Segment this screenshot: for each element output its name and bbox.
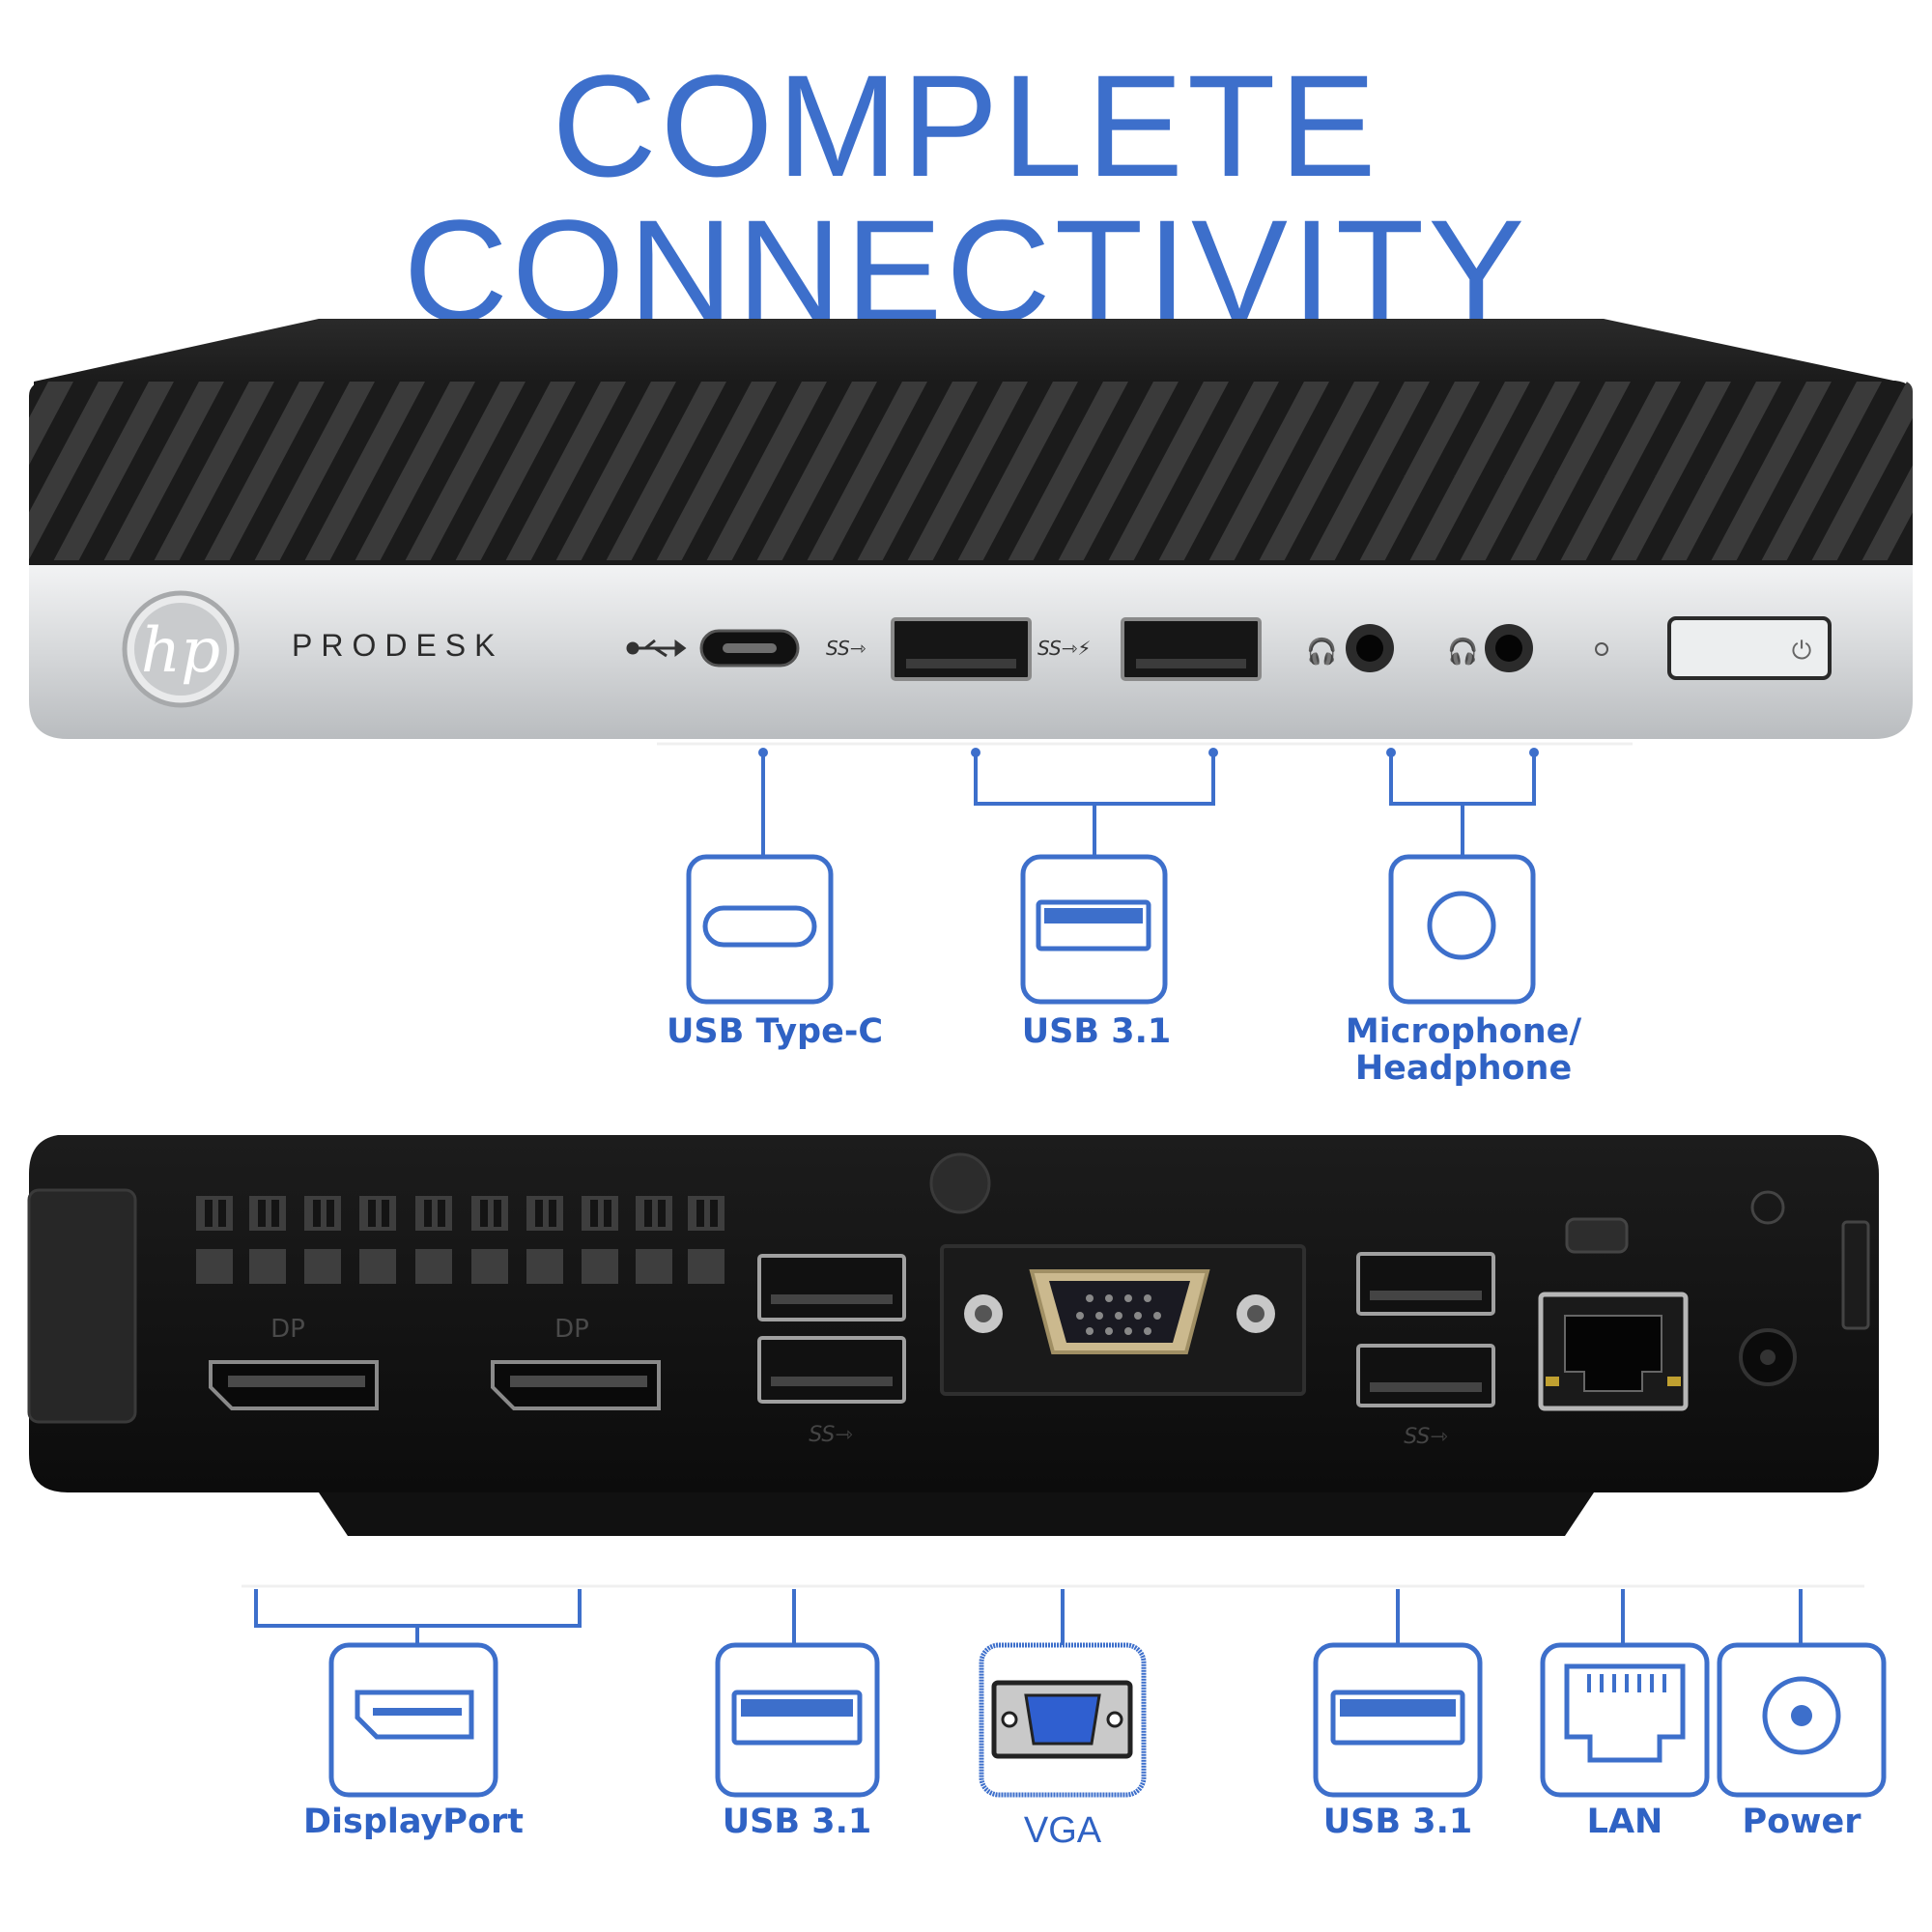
label-displayport: DisplayPort xyxy=(303,1803,524,1841)
usb-a-icon-rear-1 xyxy=(715,1642,880,1798)
power-jack-icon xyxy=(1717,1642,1887,1798)
front-usb-a-port-2 xyxy=(1121,617,1262,681)
rear-view-computer: DP DP SS⇾ SS⇾ xyxy=(27,1135,1879,1536)
rear-usb-a-port-2 xyxy=(757,1336,906,1404)
label-usb-3-1-rear-left: USB 3.1 xyxy=(722,1803,872,1841)
label-microphone-headphone: Microphone/ Headphone xyxy=(1345,1012,1582,1088)
svg-text:hp: hp xyxy=(141,615,220,687)
front-usb-a-port-1 xyxy=(891,617,1032,681)
front-view-computer: hp SS⇾ SS⇾⚡ 🎧 🎧 ⏻ xyxy=(29,319,1913,739)
rear-usb-a-port-4 xyxy=(1356,1344,1495,1407)
svg-text:SS⇾: SS⇾ xyxy=(1404,1425,1448,1449)
headset-icon: 🎧 xyxy=(1447,637,1478,667)
power-button xyxy=(1667,616,1832,680)
label-lan: LAN xyxy=(1586,1803,1663,1841)
usb-symbol-icon xyxy=(626,639,687,658)
model-name: PRODESK xyxy=(292,628,504,663)
svg-text:DP: DP xyxy=(270,1315,305,1344)
label-vga: VGA xyxy=(1023,1810,1102,1851)
svg-text:SS⇾: SS⇾ xyxy=(826,637,867,660)
rear-usb-a-port-3 xyxy=(1356,1252,1495,1316)
displayport-icon xyxy=(328,1642,498,1798)
svg-text:DP: DP xyxy=(554,1315,589,1344)
usb-a-icon-rear-2 xyxy=(1313,1642,1483,1798)
hp-logo: hp xyxy=(122,590,240,708)
label-power: Power xyxy=(1742,1803,1861,1841)
label-usb-3-1-front: USB 3.1 xyxy=(1021,1012,1172,1051)
ethernet-icon xyxy=(1540,1642,1710,1798)
headphone-icon: 🎧 xyxy=(1306,637,1337,667)
svg-text:SS⇾⚡: SS⇾⚡ xyxy=(1037,637,1091,660)
audio-jack-icon xyxy=(1388,854,1536,1005)
label-usb-3-1-rear-right: USB 3.1 xyxy=(1322,1803,1473,1841)
svg-text:SS⇾: SS⇾ xyxy=(809,1423,853,1447)
power-icon: ⏻ xyxy=(1792,637,1812,666)
label-usb-type-c: USB Type-C xyxy=(667,1012,884,1051)
usb-a-icon-front xyxy=(1020,854,1168,1005)
usb-c-icon xyxy=(686,854,834,1005)
rear-usb-a-port-1 xyxy=(757,1254,906,1321)
vga-icon xyxy=(979,1642,1147,1798)
